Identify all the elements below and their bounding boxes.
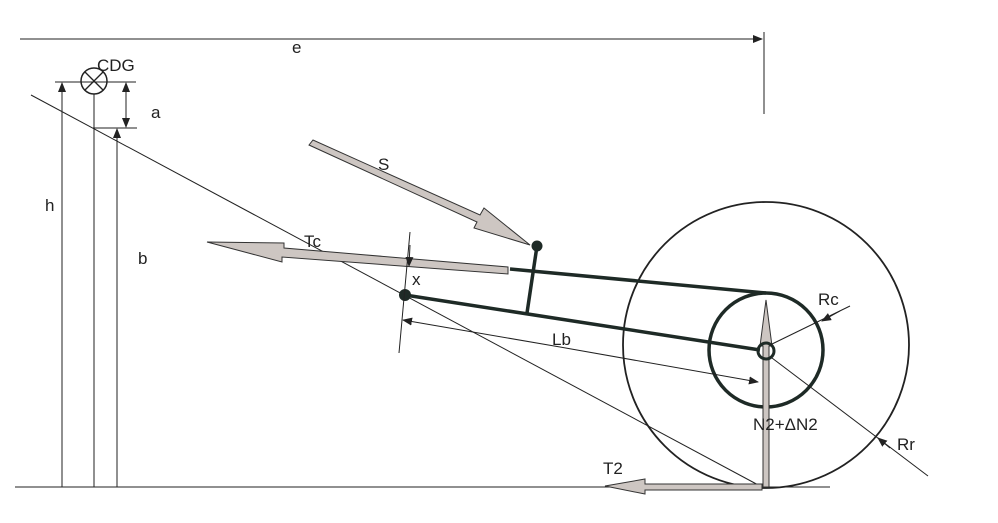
force-s-arrow [308,139,531,246]
label-tc: Tc [304,232,322,251]
chain-upper [509,267,767,295]
dimension-x-line [398,231,411,354]
force-tc-arrow [206,241,509,275]
label-a: a [151,103,161,122]
swingarm-strut [525,245,539,314]
rear-wheel [622,201,910,489]
label-t2: T2 [603,459,623,478]
dimension-rr-leader [771,357,929,477]
anti-squat-line [30,94,763,488]
label-rc: Rc [818,290,839,309]
dimension-x-arrow [405,244,414,267]
label-h: h [45,196,54,215]
dimension-rc-arrow [821,310,841,322]
label-rr: Rr [897,435,915,454]
label-b: b [138,249,147,268]
label-s: S [378,155,389,174]
force-n2-arrow [759,299,773,488]
swingarm [404,293,761,352]
label-x: x [412,270,421,289]
center-of-gravity-icon [80,67,108,95]
label-cdg: CDG [97,56,135,75]
label-lb: Lb [552,330,571,349]
dimension-lb-line-left [402,317,561,348]
wheel-axle [756,341,776,361]
force-t2-arrow [604,478,763,495]
dimension-rr-arrow [877,437,891,449]
dimension-lb-line [559,346,759,385]
swingarm-pivot [399,289,411,301]
strut-pivot [531,240,543,252]
label-e: e [292,38,301,57]
label-n2: N2+ΔN2 [753,415,818,434]
